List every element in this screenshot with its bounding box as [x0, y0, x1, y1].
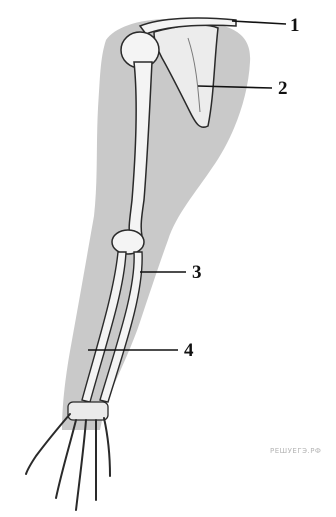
- callout-2-label: 2: [278, 78, 288, 99]
- elbow-joint: [112, 230, 144, 254]
- little-finger: [104, 418, 110, 476]
- carpal-bones: [68, 402, 108, 420]
- middle-finger: [76, 420, 86, 510]
- callout-1-label: 1: [290, 15, 300, 36]
- callout-4-label: 4: [184, 340, 194, 361]
- leader-1: [232, 21, 286, 24]
- index-finger: [56, 420, 76, 498]
- callout-3-label: 3: [192, 262, 202, 283]
- watermark: РЕШУЕГЭ.РФ: [270, 447, 321, 455]
